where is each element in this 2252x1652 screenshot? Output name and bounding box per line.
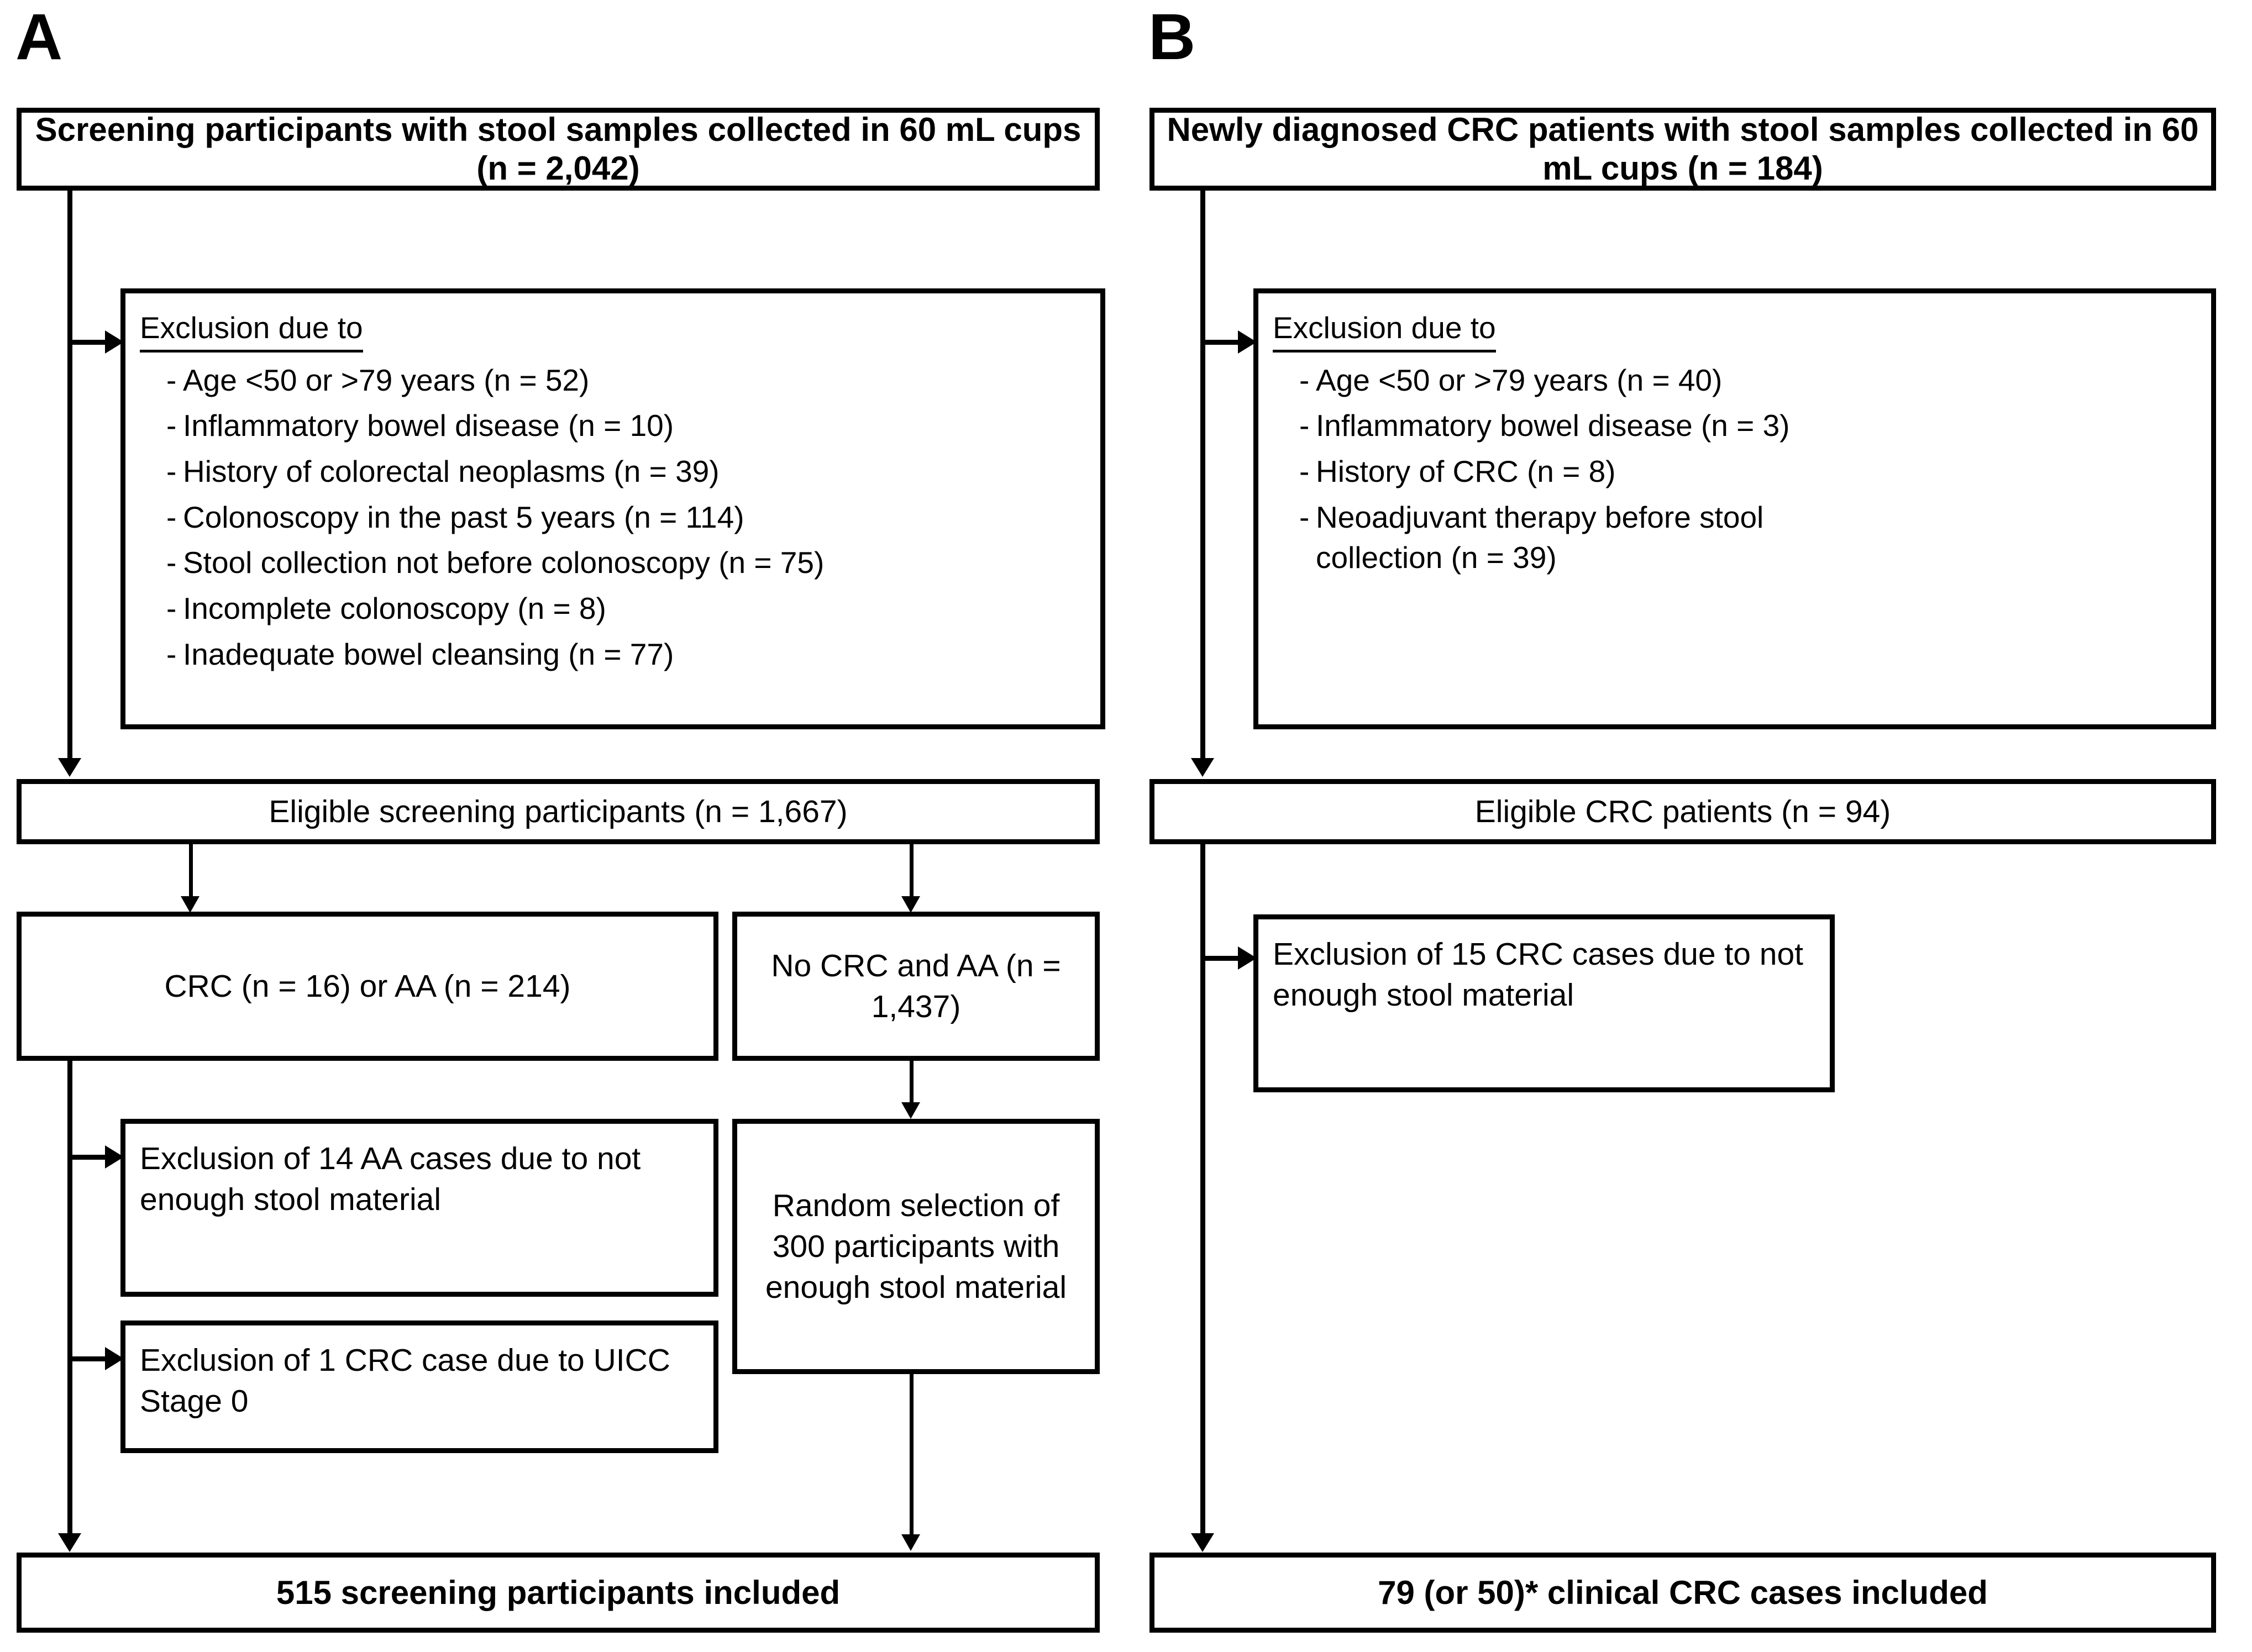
panel-a-lower-trunk-line bbox=[67, 1061, 72, 1536]
panel-a-exclusion-title: Exclusion due to bbox=[140, 308, 363, 353]
panel-a-exclusion-crc-box: Exclusion of 1 CRC case due to UICC Stag… bbox=[120, 1320, 718, 1453]
list-item: Incomplete colonoscopy (n = 8) bbox=[140, 588, 1090, 629]
list-item: Age <50 or >79 years (n = 40) bbox=[1273, 360, 2201, 401]
panel-a-eligible-box: Eligible screening participants (n = 1,6… bbox=[17, 779, 1100, 844]
panel-a-no-crc-aa-label: No CRC and AA (n = 1,437) bbox=[771, 948, 1061, 1024]
list-item: History of CRC (n = 8) bbox=[1273, 451, 2201, 492]
panel-a-final-connector-line bbox=[910, 1374, 914, 1537]
panel-b-eligible-label: Eligible CRC patients (n = 94) bbox=[1474, 793, 1891, 829]
list-item: Stool collection not before colonoscopy … bbox=[140, 543, 1090, 583]
panel-b-exclusion-branch-line bbox=[1200, 340, 1241, 345]
panel-a-exclusion-branch-line bbox=[67, 340, 108, 345]
list-item: Age <50 or >79 years (n = 52) bbox=[140, 360, 1090, 401]
panel-a-random-connector-arrowhead bbox=[901, 1102, 920, 1119]
panel-a-exclusion-box: Exclusion due to Age <50 or >79 years (n… bbox=[120, 288, 1105, 729]
panel-b-excl-crc-branch-line bbox=[1200, 956, 1241, 961]
list-item: Colonoscopy in the past 5 years (n = 114… bbox=[140, 497, 1090, 538]
panel-a-final-connector-arrowhead bbox=[901, 1534, 920, 1551]
panel-b-letter: B bbox=[1148, 1, 1195, 73]
panel-a-top-box-label: Screening participants with stool sample… bbox=[35, 111, 1082, 187]
panel-a-random-connector-line bbox=[910, 1061, 914, 1105]
panel-a-exclusion-crc-label: Exclusion of 1 CRC case due to UICC Stag… bbox=[140, 1343, 670, 1419]
panel-a-final-box: 515 screening participants included bbox=[17, 1553, 1100, 1633]
list-item: History of colorectal neoplasms (n = 39) bbox=[140, 451, 1090, 492]
panel-a-final-label: 515 screening participants included bbox=[276, 1574, 841, 1611]
panel-b-trunk-line bbox=[1200, 191, 1205, 760]
panel-a-excl-crc-branch-line bbox=[67, 1356, 108, 1361]
panel-a-eligible-label: Eligible screening participants (n = 1,6… bbox=[269, 793, 848, 829]
panel-b-top-box-label: Newly diagnosed CRC patients with stool … bbox=[1167, 111, 2199, 187]
panel-b-exclusion-crc-label: Exclusion of 15 CRC cases due to not eno… bbox=[1273, 937, 1804, 1013]
panel-b-exclusion-box: Exclusion due to Age <50 or >79 years (n… bbox=[1253, 288, 2216, 729]
panel-a-top-box: Screening participants with stool sample… bbox=[17, 108, 1100, 191]
panel-b-top-box: Newly diagnosed CRC patients with stool … bbox=[1149, 108, 2216, 191]
panel-a-split-left-line bbox=[189, 844, 193, 899]
panel-b-exclusion-title: Exclusion due to bbox=[1273, 308, 1496, 353]
panel-a-crc-aa-label: CRC (n = 16) or AA (n = 214) bbox=[164, 968, 571, 1004]
list-item: Inadequate bowel cleansing (n = 77) bbox=[140, 634, 1090, 675]
panel-a-split-left-arrowhead bbox=[181, 896, 200, 913]
panel-a-random-selection-box: Random selection of 300 participants wit… bbox=[732, 1119, 1100, 1374]
panel-a-exclusion-aa-label: Exclusion of 14 AA cases due to not enou… bbox=[140, 1141, 641, 1218]
panel-a-no-crc-aa-box: No CRC and AA (n = 1,437) bbox=[732, 912, 1100, 1061]
panel-a-crc-aa-box: CRC (n = 16) or AA (n = 214) bbox=[17, 912, 718, 1061]
panel-a-random-selection-label: Random selection of 300 participants wit… bbox=[765, 1187, 1067, 1306]
panel-a-trunk-line bbox=[67, 191, 72, 760]
panel-b-lower-trunk-arrowhead bbox=[1191, 1533, 1214, 1552]
panel-b-lower-trunk-line bbox=[1200, 844, 1205, 1536]
panel-a-exclusion-list: Age <50 or >79 years (n = 52) Inflammato… bbox=[140, 360, 1090, 675]
panel-b-exclusion-list: Age <50 or >79 years (n = 40) Inflammato… bbox=[1273, 360, 2201, 578]
panel-b-exclusion-crc-box: Exclusion of 15 CRC cases due to not eno… bbox=[1253, 914, 1835, 1092]
panel-a-exclusion-aa-box: Exclusion of 14 AA cases due to not enou… bbox=[120, 1119, 718, 1297]
panel-a-trunk-arrowhead bbox=[58, 758, 81, 777]
list-item: Inflammatory bowel disease (n = 10) bbox=[140, 406, 1090, 446]
panel-a-split-right-arrowhead bbox=[901, 896, 920, 913]
panel-b-final-box: 79 (or 50)* clinical CRC cases included bbox=[1149, 1553, 2216, 1633]
panel-b-final-label: 79 (or 50)* clinical CRC cases included bbox=[1378, 1574, 1988, 1611]
panel-b-trunk-arrowhead bbox=[1191, 758, 1214, 777]
list-item: Inflammatory bowel disease (n = 3) bbox=[1273, 406, 2201, 446]
list-item: Neoadjuvant therapy before stool collect… bbox=[1273, 497, 2201, 578]
panel-a-lower-trunk-arrowhead bbox=[58, 1533, 81, 1552]
panel-a-split-right-line bbox=[910, 844, 914, 899]
panel-a-excl-aa-branch-line bbox=[67, 1155, 108, 1160]
panel-a-letter: A bbox=[15, 1, 62, 73]
panel-b-eligible-box: Eligible CRC patients (n = 94) bbox=[1149, 779, 2216, 844]
